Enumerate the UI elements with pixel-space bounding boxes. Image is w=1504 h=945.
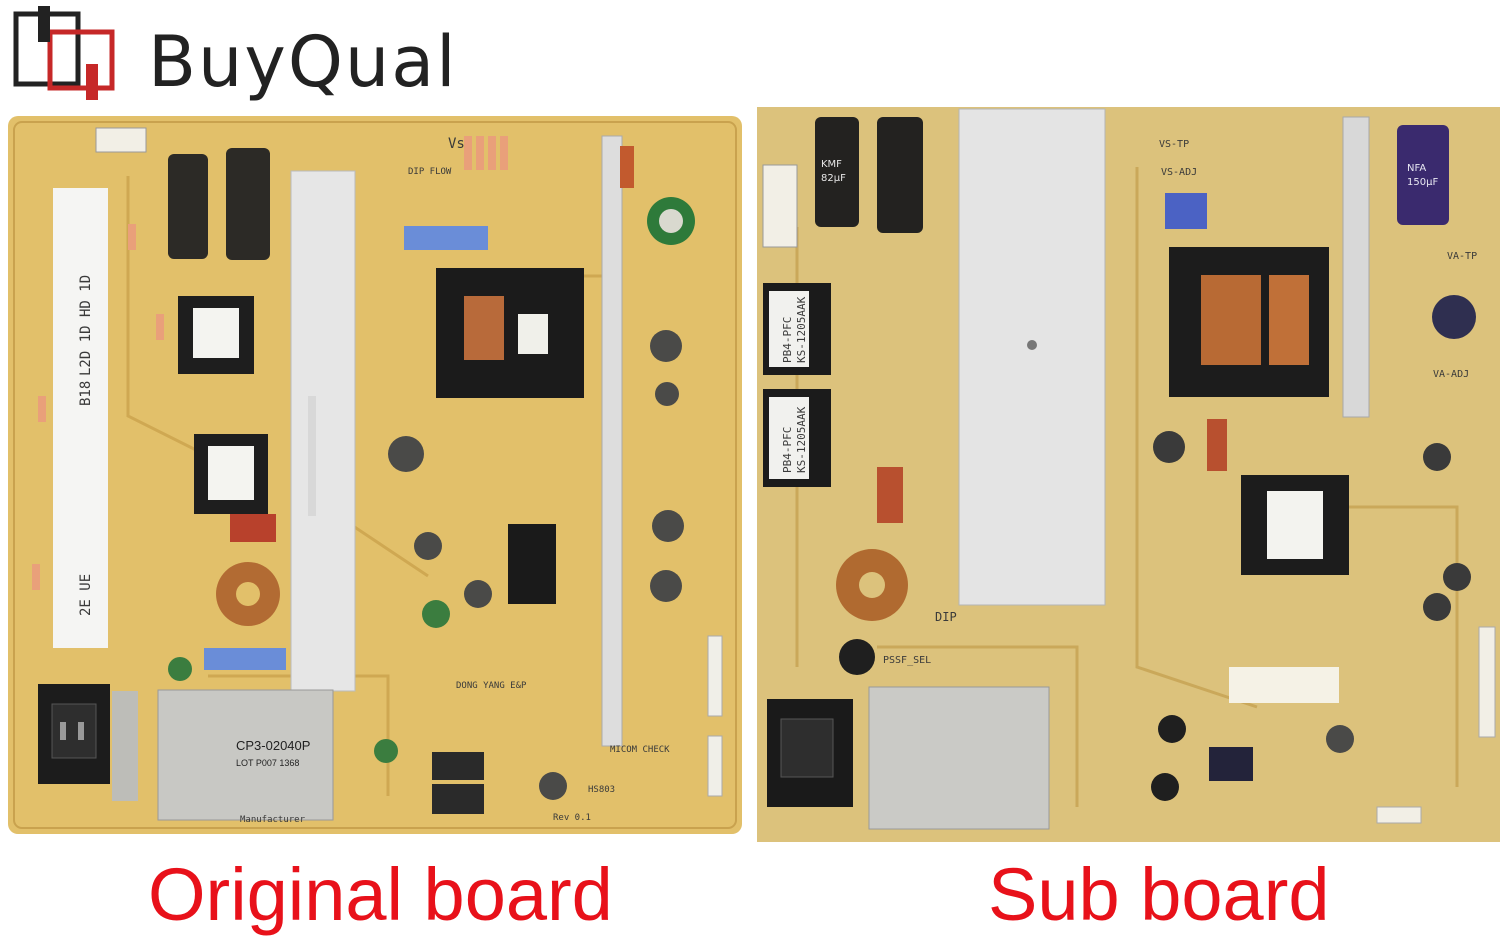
cap-mark-150uf: 150µF <box>1407 177 1438 188</box>
cover-lot-label: LOT P007 1368 <box>236 758 299 768</box>
silk-pssf-sel: PSSF_SEL <box>883 655 931 666</box>
pfc-label-1b: KS-1205AAK <box>795 296 808 363</box>
silk-dip: DIP <box>935 610 957 624</box>
manufacturer-label: DONG YANG E&P <box>456 681 527 691</box>
cap-mark-nfa: NFA <box>1407 163 1426 174</box>
sub-board-photo: KMF 82µF PB4-PFC KS-1205AAK PB4-PFC KS-1… <box>757 107 1500 842</box>
silk-vs-adj: VS-ADJ <box>1161 167 1197 178</box>
pfc-label-1a: PB4-PFC <box>781 317 794 363</box>
pfc-label-2b: KS-1205AAK <box>795 406 808 473</box>
sticker-label-1: L2D 1D HD 1D <box>78 275 94 376</box>
silk-va-adj: VA-ADJ <box>1433 369 1469 380</box>
cap-mark-kmf: KMF <box>821 159 842 170</box>
pfc-label-2a: PB4-PFC <box>781 427 794 473</box>
sticker-label-2: B18 <box>78 381 94 406</box>
caption-sub-board: Sub board <box>988 853 1330 936</box>
original-board-photo: L2D 1D HD 1D B18 2E UE DIP FLOW Vs Manuf… <box>8 116 742 834</box>
silk-dip-flow: DIP FLOW <box>408 167 452 177</box>
silk-vs: Vs <box>448 136 465 152</box>
silk-va-tp: VA-TP <box>1447 251 1477 262</box>
silk-rev: Rev 0.1 <box>553 813 591 823</box>
silk-vs-tp: VS-TP <box>1159 139 1189 150</box>
buyqual-logo: BuyQual <box>8 4 478 104</box>
caption-original-board: Original board <box>148 853 613 936</box>
cover-part-label: CP3-02040P <box>236 738 310 753</box>
silk-manufacturer: Manufacturer <box>240 815 306 825</box>
silk-hs803: HS803 <box>588 785 615 795</box>
silk-micom-check: MICOM CHECK <box>610 745 670 755</box>
logo-text: BuyQual <box>148 21 458 103</box>
cap-mark-82uf: 82µF <box>821 173 846 184</box>
sticker-label-3: 2E UE <box>78 574 94 616</box>
buyqual-logo-icon <box>13 6 115 100</box>
